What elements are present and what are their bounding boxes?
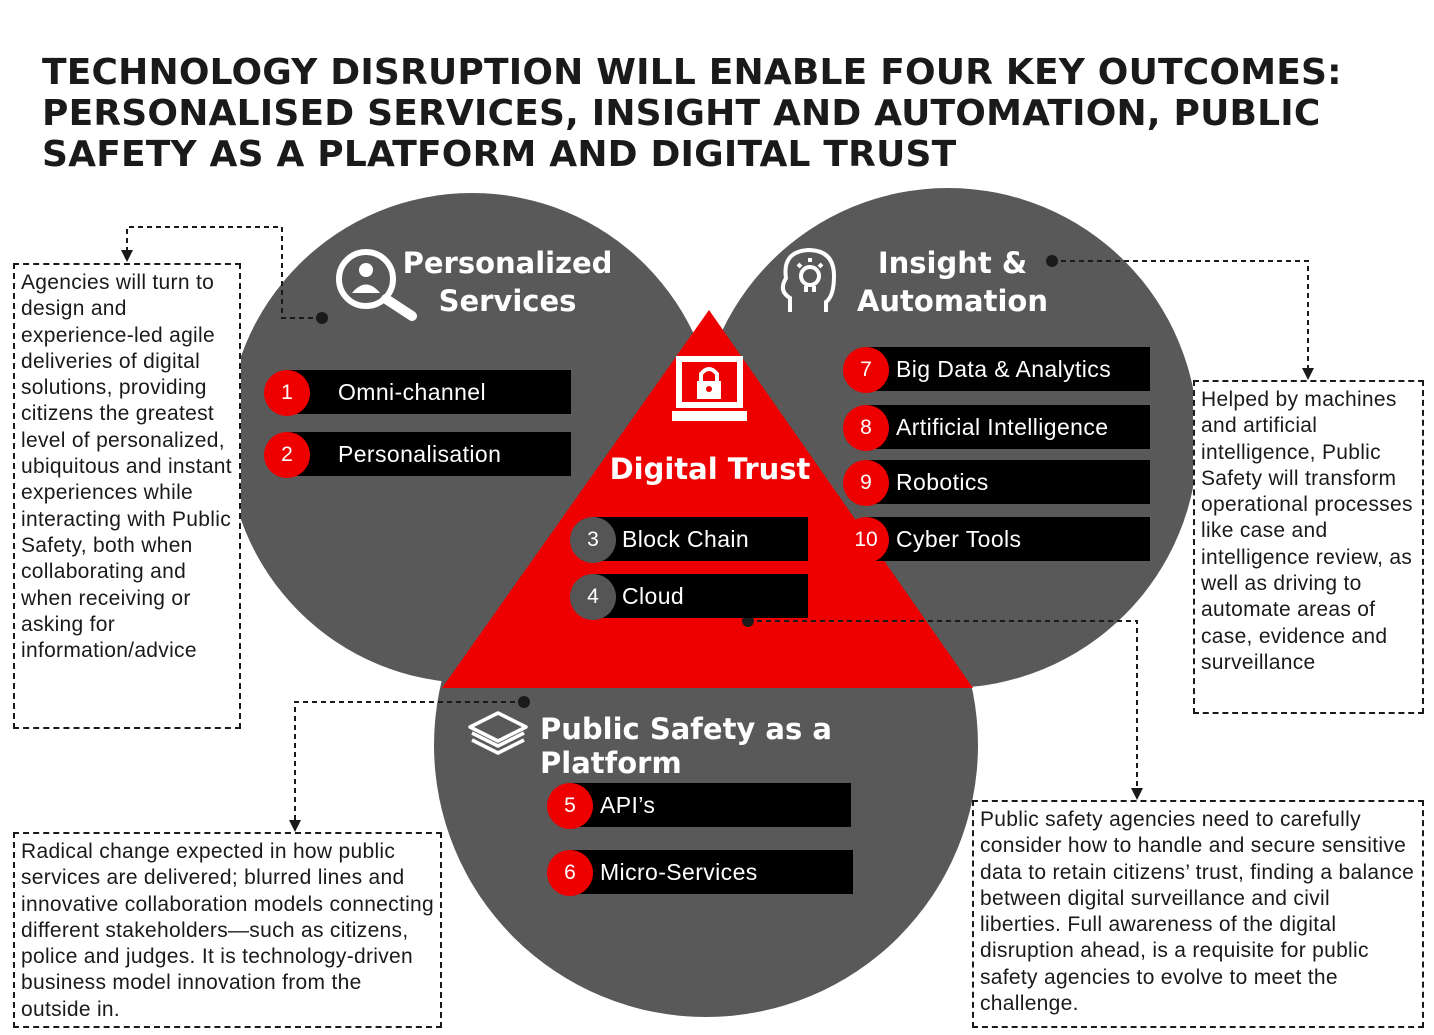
item-label: API’s: [600, 792, 656, 818]
connector-dot-personalized: [316, 312, 328, 324]
item-label: Artificial Intelligence: [896, 414, 1109, 440]
note-public-safety-platform: Radical change expected in how public se…: [13, 832, 442, 1028]
note-personalized-services: Agencies will turn to design and experie…: [13, 263, 241, 729]
connector-dot-platform: [518, 696, 530, 708]
item-number-badge: 10: [843, 517, 889, 563]
item-personalisation: Personalisation: [286, 432, 571, 476]
heading-insight-automation: Insight & Automation: [845, 244, 1060, 320]
item-number-badge: 9: [843, 460, 889, 506]
item-label: Big Data & Analytics: [896, 356, 1112, 382]
item-apis: API’s: [570, 783, 851, 827]
arrowhead-personalized: [121, 250, 133, 262]
connector-dot-trust: [742, 615, 754, 627]
title-line-2: PERSONALISED SERVICES, INSIGHT AND AUTOM…: [42, 93, 1321, 134]
arrowhead-platform: [289, 820, 301, 832]
item-number-badge: 1: [264, 370, 310, 416]
connector-dot-insight: [1046, 255, 1058, 267]
item-omni-channel: Omni-channel: [286, 370, 571, 414]
item-label: Personalisation: [338, 441, 502, 467]
arrowhead-insight: [1302, 368, 1314, 380]
heading-line-1: Personalized: [402, 246, 613, 280]
connector-trust: [748, 620, 1138, 788]
title-line-3: SAFETY AS A PLATFORM AND DIGITAL TRUST: [42, 134, 957, 175]
heading-line-1: Insight &: [877, 246, 1028, 280]
connector-platform: [294, 701, 524, 820]
item-label: Cloud: [622, 583, 685, 609]
item-label: Block Chain: [622, 526, 750, 552]
person-search-icon: [336, 249, 417, 321]
page-title: TECHNOLOGY DISRUPTION WILL ENABLE FOUR K…: [42, 52, 1422, 175]
item-number-badge: 6: [547, 850, 593, 896]
item-label: Micro-Services: [600, 859, 758, 885]
head-lightbulb-icon: [780, 247, 837, 312]
heading-digital-trust: Digital Trust: [609, 452, 811, 486]
heading-personalized-services: Personalized Services: [395, 244, 620, 320]
item-number-badge: 4: [570, 574, 616, 620]
note-digital-trust: Public safety agencies need to carefully…: [972, 800, 1424, 1028]
item-number-badge: 5: [547, 783, 593, 829]
item-number-badge: 2: [264, 432, 310, 478]
item-number-badge: 8: [843, 405, 889, 451]
item-artificial-intelligence: Artificial Intelligence: [866, 405, 1150, 449]
heading-line-2: Services: [438, 284, 577, 318]
item-cyber-tools: Cyber Tools: [866, 517, 1150, 561]
connector-insight: [1052, 260, 1309, 368]
item-micro-services: Micro-Services: [570, 850, 853, 894]
note-insight-automation: Helped by machines and artificial intell…: [1193, 380, 1424, 714]
connectors: [126, 226, 1309, 820]
heading-line-2: Automation: [856, 284, 1049, 318]
computer-lock-icon: [672, 356, 747, 421]
layers-icon: [468, 711, 528, 755]
item-cloud: Cloud: [592, 574, 808, 618]
item-robotics: Robotics: [866, 460, 1150, 504]
connector-ends: [121, 250, 1314, 832]
title-line-1: TECHNOLOGY DISRUPTION WILL ENABLE FOUR K…: [42, 52, 1342, 93]
item-label: Robotics: [896, 469, 989, 495]
item-number-badge: 7: [843, 347, 889, 393]
item-label: Omni-channel: [338, 379, 486, 405]
arrowhead-trust: [1131, 788, 1143, 800]
item-big-data-analytics: Big Data & Analytics: [866, 347, 1150, 391]
item-block-chain: Block Chain: [592, 517, 808, 561]
item-label: Cyber Tools: [896, 526, 1022, 552]
heading-public-safety-platform: Public Safety as a Platform: [540, 712, 832, 780]
item-number-badge: 3: [570, 517, 616, 563]
connector-personalized: [126, 226, 322, 319]
